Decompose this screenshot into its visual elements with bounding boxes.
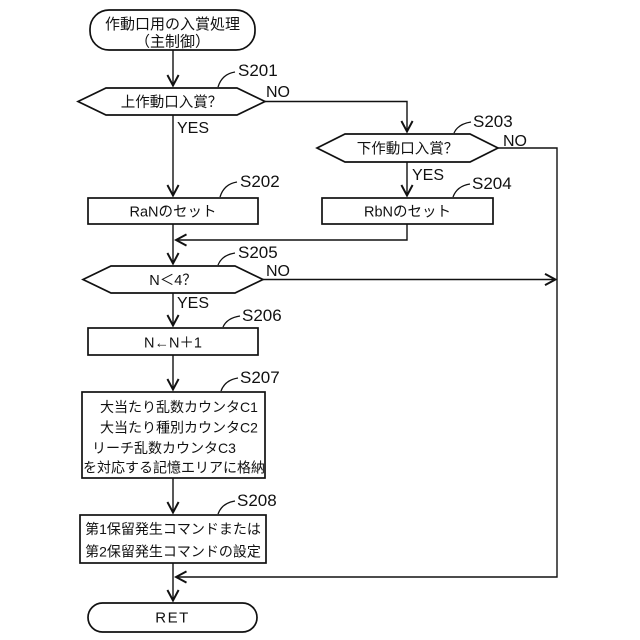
- branch-yes-s205: YES: [177, 295, 209, 312]
- branch-no-s201: NO: [266, 84, 290, 101]
- edge-s204-merge: [173, 224, 408, 247]
- leader-s206: [222, 315, 241, 328]
- leader-s207: [220, 377, 239, 392]
- process-s204: RbNのセット S204: [321, 174, 512, 225]
- branch-yes-s203: YES: [412, 167, 444, 184]
- tag-leaders: [217, 71, 472, 515]
- terminal-start: 作動口用の入賞処理 （主制御）: [89, 9, 256, 51]
- tag-s202: S202: [240, 172, 280, 191]
- terminal-ret-shape: [87, 602, 258, 633]
- tag-s203: S203: [473, 112, 513, 131]
- leader-s201: [217, 71, 236, 88]
- decision-s201-shape: [76, 87, 267, 116]
- edge-s201-no: [265, 100, 414, 134]
- branch-no-s205: NO: [266, 263, 290, 280]
- tag-s206: S206: [242, 306, 282, 325]
- decision-s205: N＜4？ S205 NO YES: [81, 243, 290, 312]
- terminal-ret: RET: [87, 602, 258, 633]
- branch-yes-s201: YES: [177, 120, 209, 137]
- tag-s204: S204: [472, 174, 512, 193]
- decision-s203-shape: [315, 133, 500, 163]
- decision-s203: 下作動口入賞？ S203 NO YES: [315, 112, 527, 184]
- decision-s205-label: N＜4？: [149, 273, 197, 289]
- terminal-ret-label: RET: [155, 610, 190, 627]
- leader-s204: [452, 183, 471, 198]
- process-s206-shape: [87, 327, 259, 356]
- tag-s205: S205: [238, 243, 278, 262]
- leader-s202: [219, 181, 238, 198]
- process-s202-label: RaNのセット: [129, 205, 216, 221]
- process-s207: 大当たり乱数カウンタC1 大当たり種別カウンタC2 リーチ乱数カウンタC3 を対…: [81, 368, 280, 479]
- leader-s208: [217, 500, 236, 515]
- tag-s207: S207: [240, 368, 280, 387]
- tag-s201: S201: [238, 61, 278, 80]
- decision-s203-label: 下作動口入賞？: [357, 141, 459, 158]
- tag-s208: S208: [237, 491, 277, 510]
- process-s208-line2: 第2保留発生コマンドの設定: [85, 544, 261, 560]
- process-s202: RaNのセット S202: [87, 172, 280, 225]
- edge-s203-no: [173, 147, 558, 584]
- process-s204-label: RbNのセット: [364, 205, 451, 221]
- process-s207-line1: 大当たり乱数カウンタC1: [100, 399, 258, 415]
- process-s207-shape: [81, 391, 266, 479]
- decision-s201: 上作動口入賞？ S201 NO YES: [76, 61, 290, 137]
- leader-s205: [217, 252, 236, 266]
- decision-s201-label: 上作動口入賞？: [121, 94, 223, 111]
- process-s208: 第1保留発生コマンドまたは 第2保留発生コマンドの設定 S208: [79, 491, 277, 564]
- process-s204-shape: [321, 197, 494, 225]
- process-s208-line1: 第1保留発生コマンドまたは: [85, 521, 261, 537]
- decision-s205-shape: [81, 265, 265, 294]
- process-s208-shape: [79, 514, 267, 564]
- process-s207-line4: を対応する記憶エリアに格納: [83, 460, 265, 476]
- process-s207-line3: リーチ乱数カウンタC3: [92, 440, 236, 456]
- process-s206: N←N＋1 S206: [87, 306, 282, 356]
- terminal-start-shape: [89, 9, 256, 51]
- flow-connectors: [166, 50, 558, 603]
- process-s206-label: N←N＋1: [144, 336, 202, 352]
- leader-s203: [453, 121, 472, 134]
- branch-no-s203: NO: [503, 133, 527, 150]
- terminal-start-line1: 作動口用の入賞処理: [105, 16, 240, 33]
- process-s202-shape: [87, 197, 259, 225]
- terminal-start-line2: （主制御）: [135, 34, 210, 51]
- process-s207-line2: 大当たり種別カウンタC2: [100, 420, 258, 436]
